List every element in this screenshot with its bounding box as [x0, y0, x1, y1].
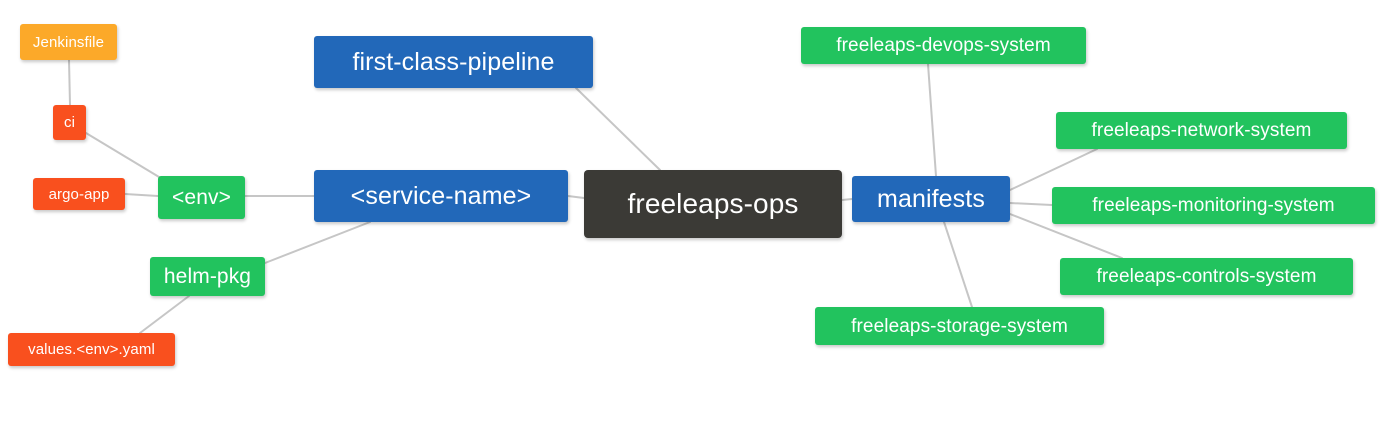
mindmap-node-helm-pkg[interactable]: helm-pkg — [150, 257, 265, 296]
mindmap-node-freeleaps-ops[interactable]: freeleaps-ops — [584, 170, 842, 238]
mindmap-node-controls-system[interactable]: freeleaps-controls-system — [1060, 258, 1353, 295]
edge-manifests-to-network-system — [1009, 148, 1098, 191]
edge-manifests-to-devops-system — [927, 63, 937, 177]
edge-manifests-to-monitoring-system — [1009, 202, 1053, 206]
edge-service-name-to-freeleaps-ops — [567, 195, 585, 199]
mindmap-node-manifests[interactable]: manifests — [852, 176, 1010, 222]
edge-argo-app-to-env — [124, 193, 159, 197]
edge-jenkinsfile-to-ci — [68, 59, 71, 106]
mindmap-node-monitoring-system[interactable]: freeleaps-monitoring-system — [1052, 187, 1375, 224]
mindmap-node-jenkinsfile[interactable]: Jenkinsfile — [20, 24, 117, 60]
edge-ci-to-env — [85, 132, 165, 181]
edge-values-yaml-to-helm-pkg — [139, 295, 190, 334]
mindmap-node-service-name[interactable]: <service-name> — [314, 170, 568, 222]
mindmap-node-argo-app[interactable]: argo-app — [33, 178, 125, 210]
mindmap-node-first-class[interactable]: first-class-pipeline — [314, 36, 593, 88]
mindmap-node-devops-system[interactable]: freeleaps-devops-system — [801, 27, 1086, 64]
edge-helm-pkg-to-service-name — [264, 221, 371, 264]
mindmap-node-ci[interactable]: ci — [53, 105, 86, 140]
mindmap-node-storage-system[interactable]: freeleaps-storage-system — [815, 307, 1104, 345]
edge-first-class-to-freeleaps-ops — [575, 87, 661, 171]
edge-freeleaps-ops-to-manifests — [841, 198, 853, 201]
mindmap-node-env[interactable]: <env> — [158, 176, 245, 219]
edge-manifests-to-storage-system — [943, 221, 973, 308]
mindmap-node-values-yaml[interactable]: values.<env>.yaml — [8, 333, 175, 366]
mindmap-node-network-system[interactable]: freeleaps-network-system — [1056, 112, 1347, 149]
